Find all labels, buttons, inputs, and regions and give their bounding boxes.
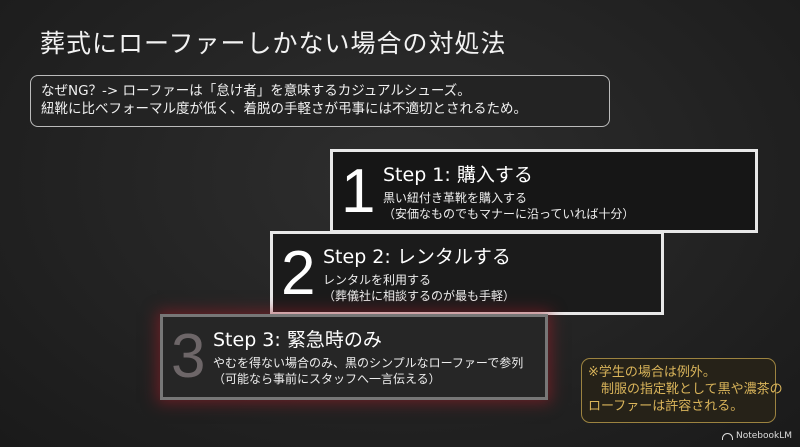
step-heading: Step 3: 緊急時のみ	[213, 329, 382, 351]
intro-line: なぜNG？-> ローファーは「怠け者」を意味するカジュアルシューズ。	[41, 83, 471, 99]
logo-text: NotebookLM	[735, 431, 792, 441]
notebooklm-logo: NotebookLM	[721, 431, 792, 441]
step-1-card: 1 Step 1: 購入する 黒い紐付き革靴を購入する （安価なものでもマナーに…	[330, 149, 758, 233]
step-number: 1	[341, 157, 376, 226]
step-3-card: 3 Step 3: 緊急時のみ やむを得ない場合のみ、黒のシンプルなローファーで…	[160, 314, 548, 400]
page-title: 葬式にローファーしかない場合の対処法	[40, 29, 507, 58]
step-heading: Step 2: レンタルする	[323, 246, 511, 268]
step-body: レンタルを利用する （葬儀社に相談するのが最も手軽）	[323, 273, 516, 303]
step-2-card: 2 Step 2: レンタルする レンタルを利用する （葬儀社に相談するのが最も…	[270, 231, 664, 315]
step-body: やむを得ない場合のみ、黒のシンプルなローファーで参列 （可能なら事前にスタッフへ…	[213, 356, 524, 386]
step-number: 2	[281, 239, 316, 308]
step-heading: Step 1: 購入する	[383, 164, 533, 186]
student-exception-note: ※学生の場合は例外。 制服の指定靴として黒や濃茶の ローファーは許容される。	[581, 358, 783, 423]
intro-line: 紐靴に比べフォーマル度が低く、着脱の手軽さが弔事には不適切とされるため。	[41, 101, 527, 117]
notebooklm-icon	[721, 432, 733, 440]
step-number: 3	[171, 322, 206, 391]
step-body: 黒い紐付き革靴を購入する （安価なものでもマナーに沿っていれば十分）	[383, 191, 635, 221]
intro-box: なぜNG？-> ローファーは「怠け者」を意味するカジュアルシューズ。 紐靴に比べ…	[30, 75, 610, 127]
